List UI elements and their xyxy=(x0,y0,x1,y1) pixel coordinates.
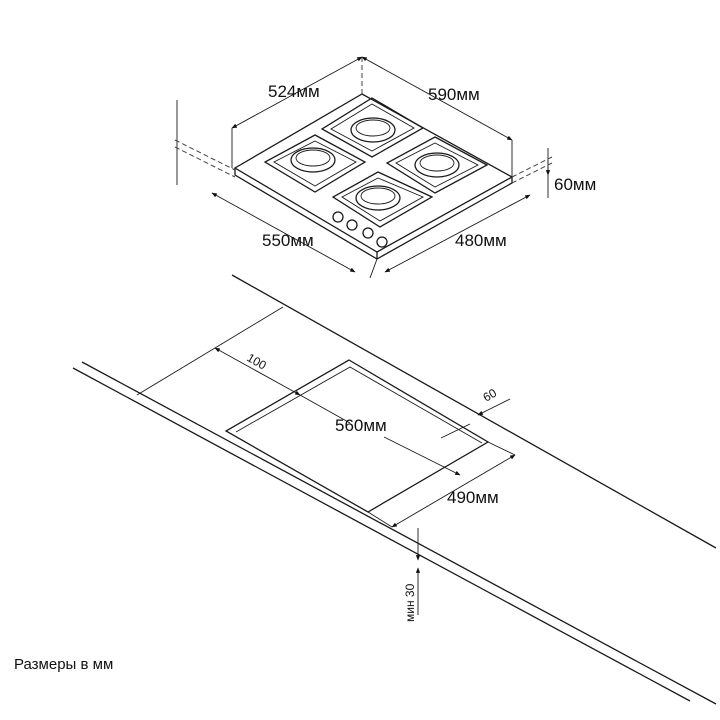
knob-icon xyxy=(362,227,374,239)
knob-icon xyxy=(376,236,388,248)
hob-front-width-label: 550мм xyxy=(262,231,314,250)
countertop-front-edge-upper xyxy=(81,361,717,705)
burner-icon xyxy=(350,117,396,143)
hob-width-label: 590мм xyxy=(428,85,480,104)
burner-icon xyxy=(414,152,460,178)
cutout-inner-edge xyxy=(235,366,483,444)
countertop-drawing: 100 60 560мм 490мм мин 30 xyxy=(72,274,717,705)
side-offset-label: 60 xyxy=(481,386,500,405)
back-offset-label: 100 xyxy=(245,350,270,372)
countertop-back-edge xyxy=(231,274,717,549)
knob-icon xyxy=(346,219,358,231)
hob-height-label: 60мм xyxy=(554,175,596,194)
hob-depth-label: 524мм xyxy=(268,82,320,101)
hob-front-depth-label: 480мм xyxy=(455,231,507,250)
cutout-width-label: 560мм xyxy=(335,416,387,435)
grate-front xyxy=(331,171,434,228)
min-thickness-label: мин 30 xyxy=(403,583,417,622)
cutout-depth-label: 490мм xyxy=(447,488,499,507)
grate-left xyxy=(263,134,367,193)
countertop-front-edge-lower xyxy=(72,367,691,702)
hob-dimensions: 524мм 590мм 60мм 550мм 480мм xyxy=(174,56,596,279)
grate-right xyxy=(385,136,489,194)
knob-icon xyxy=(332,211,344,223)
grate-back xyxy=(320,97,425,158)
burner-icon xyxy=(355,185,401,211)
burner-icon xyxy=(290,147,336,173)
units-caption: Размеры в мм xyxy=(14,656,114,673)
